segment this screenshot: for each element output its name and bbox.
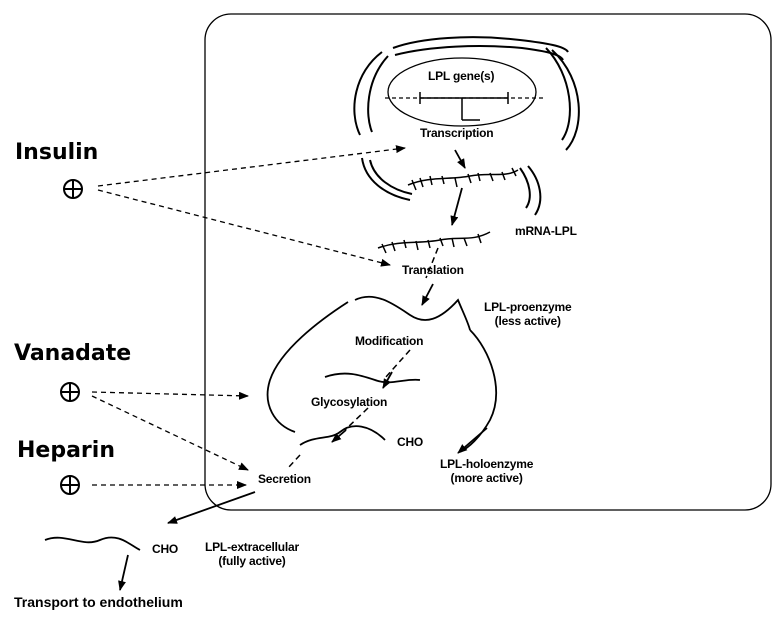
insulin-label: Insulin: [15, 140, 99, 165]
plus-circle-icon: [63, 179, 83, 199]
cho-extracellular-label: CHO: [152, 542, 179, 556]
holoenzyme-label: LPL-holoenzyme (more active): [440, 457, 534, 485]
translation-label: Translation: [402, 263, 464, 277]
mrna-label: mRNA-LPL: [515, 224, 577, 238]
vanadate-arrows: [91, 391, 249, 471]
protein-chain: [266, 295, 497, 453]
extracellular-chain: [44, 536, 141, 551]
secretion-label: Secretion: [258, 472, 311, 486]
heparin-label: Heparin: [17, 438, 115, 463]
modification-label: Modification: [355, 334, 424, 348]
transcription-label: Transcription: [420, 126, 494, 140]
mrna-nuclear: [407, 167, 519, 191]
insulin-arrows: [97, 145, 406, 267]
mrna-cytoplasmic: [377, 231, 491, 254]
gene-ellipse: [387, 57, 537, 127]
cho-label: CHO: [397, 435, 424, 449]
gene-label: LPL gene(s): [428, 69, 495, 83]
plus-circle-icon: [60, 475, 80, 495]
nucleus-envelope: [353, 36, 580, 216]
glycosylation-label: Glycosylation: [311, 395, 388, 409]
cell-boundary: [204, 13, 772, 511]
plus-circle-icon: [60, 382, 80, 402]
vanadate-label: Vanadate: [14, 341, 132, 366]
proenzyme-label: LPL-proenzyme (less active): [484, 300, 572, 328]
extracellular-label: LPL-extracellular (fully active): [205, 540, 299, 568]
transport-label: Transport to endothelium: [14, 594, 183, 610]
